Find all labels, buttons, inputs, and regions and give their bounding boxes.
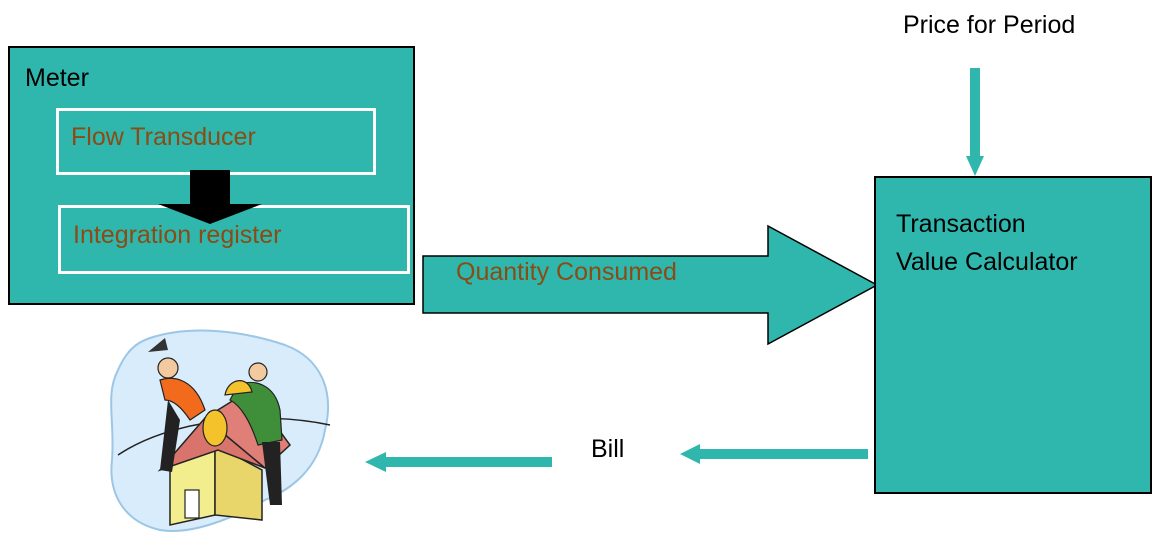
bill-left-arrow-right-icon — [680, 444, 868, 464]
calculator-label-line1: Transaction — [896, 210, 1026, 238]
flow-transducer-box: Flow Transducer — [56, 108, 376, 175]
integration-register-label: Integration register — [73, 221, 282, 249]
meter-label: Meter — [25, 64, 89, 92]
price-for-period-label: Price for Period — [903, 11, 1076, 39]
quantity-right-arrow-icon — [422, 224, 879, 346]
transaction-value-calculator-box: Transaction Value Calculator — [874, 176, 1152, 494]
meter-box: Meter Flow Transducer Integration regist… — [8, 46, 415, 305]
bill-label: Bill — [591, 435, 625, 463]
price-down-arrow-icon — [966, 68, 984, 176]
quantity-consumed-label: Quantity Consumed — [456, 258, 677, 286]
flow-transducer-label: Flow Transducer — [71, 123, 256, 151]
calculator-label-line2: Value Calculator — [896, 248, 1078, 276]
bill-left-arrow-left-icon — [365, 452, 552, 472]
flow-down-arrow-icon — [158, 170, 262, 224]
people-house-clipart — [110, 329, 331, 532]
